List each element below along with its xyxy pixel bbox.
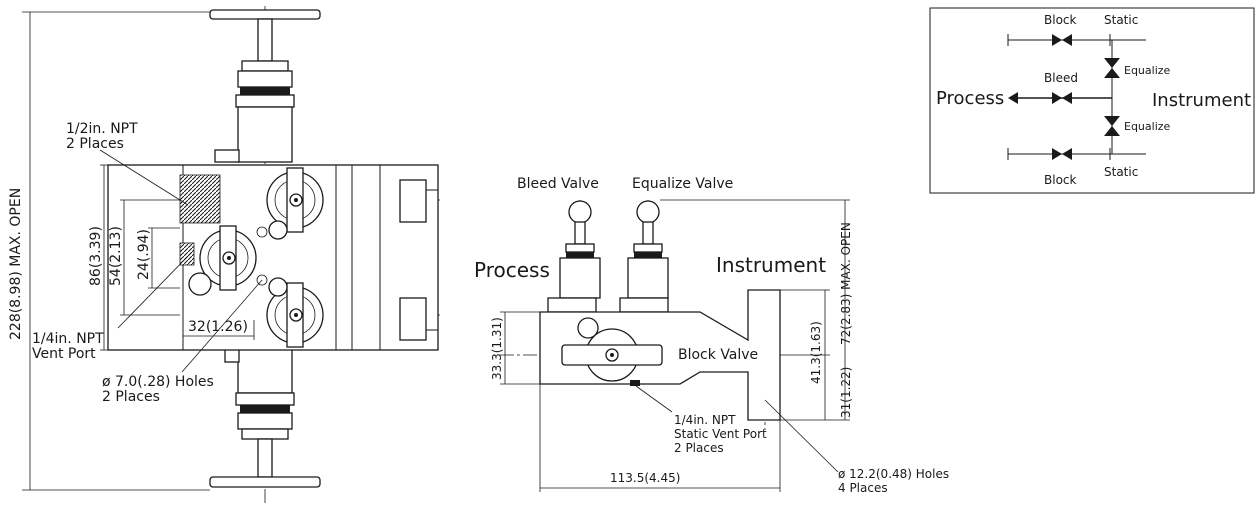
callout-holes: ø 7.0(.28) Holes bbox=[102, 374, 214, 390]
dim-24: 24(.94) bbox=[136, 229, 152, 280]
schematic-static-bottom: Static bbox=[1104, 165, 1138, 179]
schematic-static-top: Static bbox=[1104, 13, 1138, 27]
front-leaders bbox=[99, 149, 263, 373]
schematic-box: Block Static Equalize Bleed Process Inst… bbox=[929, 7, 1255, 194]
front-view: 228(8.98) MAX. OPEN 86(3.39) 54(2.13) 24… bbox=[8, 6, 440, 504]
callout-static-vent: 1/4in. NPT bbox=[674, 413, 736, 427]
label-bleed-valve: Bleed Valve bbox=[517, 176, 599, 192]
callout-large-holes: ø 12.2(0.48) Holes bbox=[838, 467, 949, 481]
dim-41: 41.3(1.63) bbox=[809, 321, 823, 384]
equalize-valve-stem bbox=[619, 200, 669, 313]
callout-vent-port: 1/4in. NPT bbox=[32, 331, 104, 347]
dim-32: 32(1.26) bbox=[188, 319, 248, 335]
callout-large-holes-2: 4 Places bbox=[838, 481, 888, 495]
schematic-equalize-top: Equalize bbox=[1124, 64, 1171, 77]
label-block-valve: Block Valve bbox=[678, 347, 758, 363]
dim-54: 54(2.13) bbox=[108, 226, 124, 286]
dim-33: 33.3(1.31) bbox=[490, 317, 504, 380]
side-leaders bbox=[635, 385, 839, 473]
schematic-instrument: Instrument bbox=[1152, 90, 1251, 111]
callout-half-npt-places: 2 Places bbox=[66, 136, 124, 152]
callout-static-vent-3: 2 Places bbox=[674, 441, 724, 455]
side-body bbox=[539, 289, 781, 421]
dim-113: 113.5(4.45) bbox=[610, 471, 680, 485]
dim-31: 31(1.22) bbox=[839, 367, 853, 418]
side-dimensions bbox=[500, 199, 850, 492]
dim-86: 86(3.39) bbox=[88, 226, 104, 286]
callout-half-npt: 1/2in. NPT bbox=[66, 121, 138, 137]
manifold-body bbox=[107, 164, 439, 351]
schematic-process: Process bbox=[936, 88, 1004, 109]
bottom-handle bbox=[209, 347, 321, 488]
schematic-equalize-bottom: Equalize bbox=[1124, 120, 1171, 133]
front-dimensions bbox=[22, 11, 255, 491]
label-instrument: Instrument bbox=[716, 253, 826, 277]
schematic-bleed: Bleed bbox=[1044, 71, 1078, 85]
schematic-block-bottom: Block bbox=[1044, 173, 1077, 187]
dim-overall-height: 228(8.98) MAX. OPEN bbox=[8, 188, 24, 340]
callout-holes-places: 2 Places bbox=[102, 389, 160, 405]
dim-max-open: 72(2.83) MAX. OPEN bbox=[839, 222, 853, 345]
side-view: Bleed Valve Equalize Valve Process Instr… bbox=[474, 176, 949, 495]
bleed-valve-stem bbox=[547, 200, 601, 313]
top-handle bbox=[209, 9, 321, 163]
callout-vent-port-2: Vent Port bbox=[32, 346, 96, 362]
callout-static-vent-2: Static Vent Port bbox=[674, 427, 767, 441]
label-equalize-valve: Equalize Valve bbox=[632, 176, 733, 192]
label-process: Process bbox=[474, 258, 550, 282]
schematic-block-top: Block bbox=[1044, 13, 1077, 27]
front-texts: 228(8.98) MAX. OPEN 86(3.39) 54(2.13) 24… bbox=[8, 121, 248, 405]
side-texts: Bleed Valve Equalize Valve Process Instr… bbox=[474, 176, 949, 495]
